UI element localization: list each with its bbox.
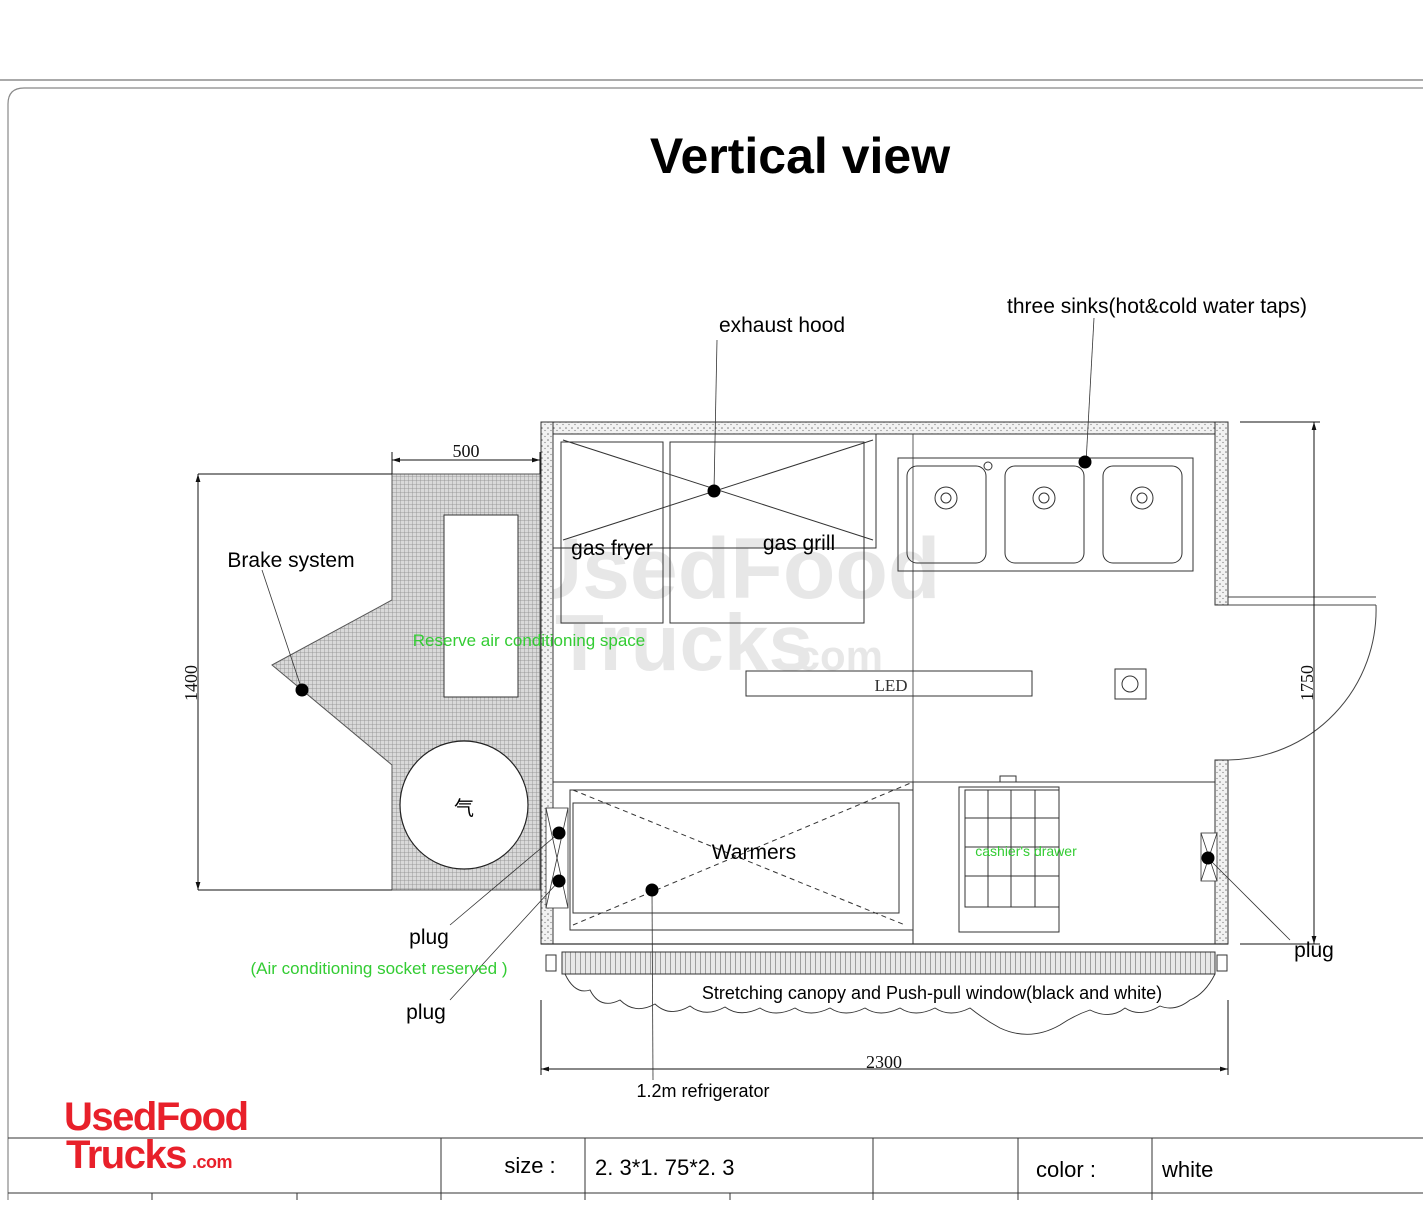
led-label: LED	[874, 676, 907, 695]
dimension-hitch-width-label: 500	[453, 441, 480, 461]
entry-door	[1227, 596, 1377, 761]
reserve-ac-space	[443, 514, 519, 698]
label-cashiers-drawer: cashier's drawer	[975, 843, 1077, 859]
gas-tank-label: 气	[454, 797, 474, 820]
spec-table	[8, 1137, 1423, 1200]
dimension-hitch-length-label: 1400	[181, 665, 201, 701]
label-refrigerator: 1.2m refrigerator	[636, 1081, 769, 1101]
label-warmers: Warmers	[712, 841, 796, 864]
watermark-line1: UsedFood	[520, 521, 940, 617]
spec-color-label: color :	[1036, 1157, 1096, 1182]
watermark-suffix: .com	[785, 632, 883, 679]
dot-exhaust-hood	[707, 484, 721, 498]
cashier-drawer	[958, 775, 1060, 933]
dot-plug-right	[1201, 851, 1215, 865]
dot-plug-top	[552, 826, 566, 840]
logo-line2: Trucks	[66, 1133, 186, 1177]
dimension-body-width	[1240, 421, 1320, 945]
label-gas-grill: gas grill	[763, 532, 835, 555]
three-sinks	[897, 457, 1194, 572]
watermark: UsedFood Trucks .com	[520, 521, 940, 687]
label-ac-socket: (Air conditioning socket reserved )	[250, 959, 507, 978]
logo-suffix: .com	[192, 1152, 232, 1172]
spec-size-label: size :	[504, 1153, 555, 1178]
label-brake-system: Brake system	[227, 549, 354, 572]
gas-fryer	[560, 441, 664, 624]
warmers-counter	[569, 781, 914, 944]
label-reserve-ac: Reserve air conditioning space	[413, 631, 645, 650]
left-wall-fan-icon	[545, 807, 569, 909]
led-strip: LED	[745, 670, 1033, 697]
dimension-body-width-label: 1750	[1297, 665, 1317, 701]
label-gas-fryer: gas fryer	[571, 537, 653, 560]
label-three-sinks: three sinks(hot&cold water taps)	[1007, 295, 1307, 318]
gas-grill	[669, 441, 865, 624]
outlet-icon	[1114, 668, 1147, 700]
dot-refrigerator	[645, 883, 659, 897]
dot-brake-system	[295, 683, 309, 697]
dimension-hitch-width	[391, 452, 541, 474]
watermark-line2: Trucks	[555, 598, 813, 687]
page-title: Vertical view	[650, 128, 950, 184]
label-plug-right: plug	[1294, 939, 1334, 962]
spec-size-value: 2. 3*1. 75*2. 3	[595, 1155, 734, 1180]
callout-dots	[295, 455, 1215, 897]
logo-line1: UsedFood	[64, 1095, 248, 1139]
trailer-walls	[540, 421, 1229, 945]
label-exhaust-hood: exhaust hood	[719, 314, 845, 337]
label-plug-top: plug	[409, 926, 449, 949]
label-canopy: Stretching canopy and Push-pull window(b…	[702, 983, 1162, 1003]
dot-three-sinks	[1078, 455, 1092, 469]
dimension-hitch-length	[195, 473, 392, 891]
spec-color-value: white	[1161, 1157, 1213, 1182]
label-plug-bottom: plug	[406, 1001, 446, 1024]
hitch-frame: 气	[271, 473, 541, 891]
sheet-border	[0, 79, 1423, 1200]
dot-plug-bottom	[552, 874, 566, 888]
dimension-body-length	[540, 1000, 1229, 1075]
dimension-body-length-label: 2300	[866, 1052, 902, 1072]
leader-lines	[261, 317, 1291, 1081]
stretching-canopy	[545, 951, 1228, 1035]
usedfoodtrucks-logo: UsedFood Trucks .com	[64, 1095, 249, 1177]
gas-tank	[399, 740, 529, 870]
